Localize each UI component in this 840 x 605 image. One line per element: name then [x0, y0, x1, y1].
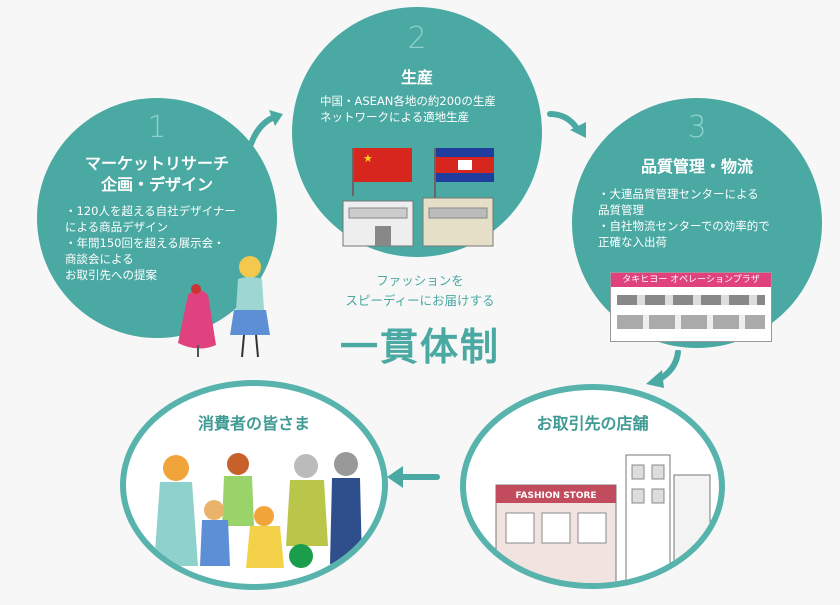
step-4-circle: お取引先の店舗 FASHION STORE — [460, 384, 725, 589]
step-2-description: 中国・ASEAN各地の約200の生産 ネットワークによる適地生産 — [320, 94, 496, 124]
center-line2: スピーディーにお届けする — [345, 293, 495, 308]
step-2-number: 2 — [407, 21, 427, 56]
store-illustration: FASHION STORE — [495, 454, 711, 583]
step-3-title: 品質管理・物流 — [640, 157, 753, 176]
step-2-title: 生産 — [400, 68, 433, 87]
center-headline: 一貫体制 — [339, 325, 500, 369]
arrow-4-to-5 — [387, 466, 440, 488]
arrow-2-to-3 — [547, 111, 586, 138]
center-line1: ファッションを — [376, 273, 464, 288]
svg-text:★: ★ — [363, 152, 373, 165]
step-1-title-line1: マーケットリサーチ — [84, 154, 229, 173]
step-5-circle: 消費者の皆さま — [120, 380, 388, 590]
step-4-title: お取引先の店舗 — [536, 414, 649, 433]
operation-plaza-sign: タキヒヨー オペレーションプラザ — [611, 273, 771, 287]
consumers-illustration — [154, 452, 362, 568]
step-1-title-line2: 企画・デザイン — [100, 175, 213, 194]
step-3-description: ・大連品質管理センターによる 品質管理 ・自社物流センターでの効率的で 正確な入… — [598, 187, 770, 249]
step-3-number: 3 — [687, 110, 707, 145]
step-1-circle: 1 マーケットリサーチ 企画・デザイン ・120人を超える自社デザイナー による… — [37, 98, 277, 338]
arrow-1-to-2 — [248, 110, 283, 147]
china-flag-icon — [354, 148, 412, 182]
operation-plaza-building: タキヒヨー オペレーションプラザ — [610, 272, 772, 342]
step-5-title: 消費者の皆さま — [197, 414, 310, 433]
step-2-circle: 2 生産 中国・ASEAN各地の約200の生産 ネットワークによる適地生産 — [292, 7, 542, 257]
step-1-description: ・120人を超える自社デザイナー による商品デザイン ・年間150回を超える展示… — [65, 204, 236, 282]
factory-illustration: ★ — [342, 148, 494, 247]
step-1-number: 1 — [147, 110, 167, 145]
store-sign: FASHION STORE — [515, 491, 596, 501]
designer-illustration — [178, 256, 270, 358]
arrow-3-to-4 — [646, 350, 681, 388]
